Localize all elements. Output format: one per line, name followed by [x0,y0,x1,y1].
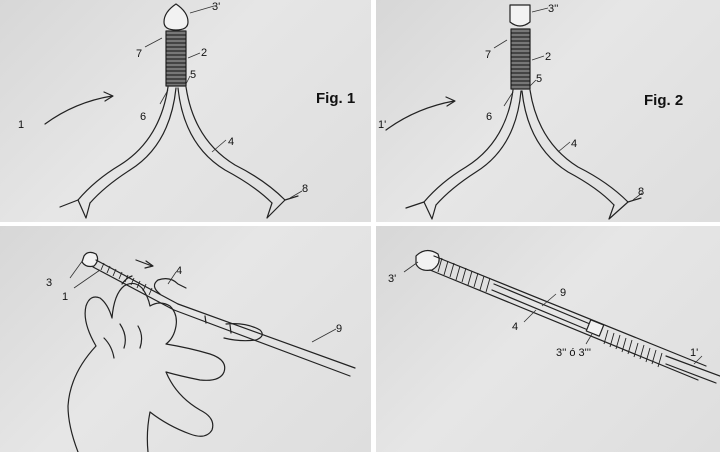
coiled-body [510,28,531,90]
fig-3-panel: 3 1 4 9 [0,226,371,452]
leader-3 [189,5,215,14]
label-ref-7: 7 [136,48,142,60]
leader-1b [693,355,703,365]
label-ref-4: 4 [228,136,234,148]
fig-1-caption: Fig. 1 [316,90,355,107]
leader-1 [73,269,101,289]
left-foot [59,199,91,219]
fig-4-panel: 3' 9 4 3'' ó 3''' 1' [376,226,720,452]
label-ref-3: 3' [212,1,220,13]
device-body [92,259,179,311]
fig-3-drawing: 3 1 4 9 [46,251,356,452]
label-ref-1: 1' [378,119,386,131]
label-ref-5: 5 [190,69,196,81]
fig-1-pointer-arrowhead [103,91,114,102]
left-arm-inner [89,87,177,204]
leader-9 [311,328,337,343]
leader-3b [585,333,593,345]
leader-3 [531,7,549,13]
arm-loop [153,278,187,295]
label-ref-6: 6 [140,111,146,123]
direction-arrow [135,259,153,267]
label-ref-1: 1 [62,291,68,303]
fig-4-drawing: 3' 9 4 3'' ó 3''' 1' [388,249,720,384]
leader-7 [493,39,508,49]
label-ref-5: 5 [536,73,542,85]
label-ref-4: 4 [176,265,182,277]
device-tip [415,249,440,271]
label-ref-2: 2 [545,51,551,63]
flat-tip [509,4,531,27]
left-arm-inner [435,90,522,206]
label-ref-1b: 1' [690,347,698,359]
leader-5 [529,79,537,87]
label-ref-3b: 3'' ó 3''' [556,347,591,359]
fig-1-drawing: 1 3' 7 2 5 6 [18,1,355,219]
leader-8 [632,192,643,201]
label-ref-1: 1 [18,119,24,131]
arms-inside-tube [491,283,591,331]
tube-segments [204,315,232,334]
left-arm-outer [423,89,514,203]
rounded-tip [163,3,189,31]
direction-arrowhead [144,260,154,269]
leader-2 [187,52,201,59]
leader-4 [557,141,571,153]
leader-5 [185,75,191,85]
thumb-outline [223,323,263,342]
right-arm-outer [529,89,629,203]
label-ref-3: 3 [46,277,52,289]
leader-3 [69,259,84,279]
label-ref-4: 4 [512,321,518,333]
leader-4 [167,271,177,285]
label-ref-3: 3'' [548,3,558,15]
leader-9 [541,293,557,307]
leader-3 [403,261,419,273]
label-ref-6: 6 [486,111,492,123]
leader-8 [289,190,303,199]
hand-creases [103,323,143,359]
insertion-tube [173,303,356,377]
right-arm-inner [521,90,615,206]
fig-2-pointer-arrow [385,100,455,131]
label-ref-4: 4 [571,138,577,150]
fig-2-drawing: 1' 3'' 7 2 5 6 [378,3,683,220]
tail-lines [665,355,720,384]
label-ref-3: 3' [388,273,396,285]
hand-outline [67,275,226,452]
label-ref-9: 9 [336,323,342,335]
label-ref-2: 2 [201,47,207,59]
fig-2-panel: 1' 3'' 7 2 5 6 [376,0,720,222]
device-tip [81,251,99,268]
leader-4 [523,309,537,323]
left-arm-outer [77,86,169,201]
right-arm-outer [185,86,286,201]
inner-plug [585,319,605,337]
fig-1-panel: 1 3' 7 2 5 6 [0,0,371,222]
right-foot [608,197,642,220]
right-foot [266,195,299,219]
label-ref-9: 9 [560,287,566,299]
fig-1-pointer-arrow [44,95,113,125]
leader-7 [144,37,163,48]
leader-4 [211,139,227,153]
right-arm-inner [177,87,273,204]
leader-6 [503,91,514,107]
label-ref-7: 7 [485,49,491,61]
outer-tube [429,255,707,381]
label-ref-8: 8 [638,186,644,198]
fig-2-caption: Fig. 2 [644,92,683,109]
left-foot [405,201,437,220]
leader-2 [531,55,545,61]
fig-2-pointer-arrowhead [445,96,456,107]
label-ref-8: 8 [302,183,308,195]
